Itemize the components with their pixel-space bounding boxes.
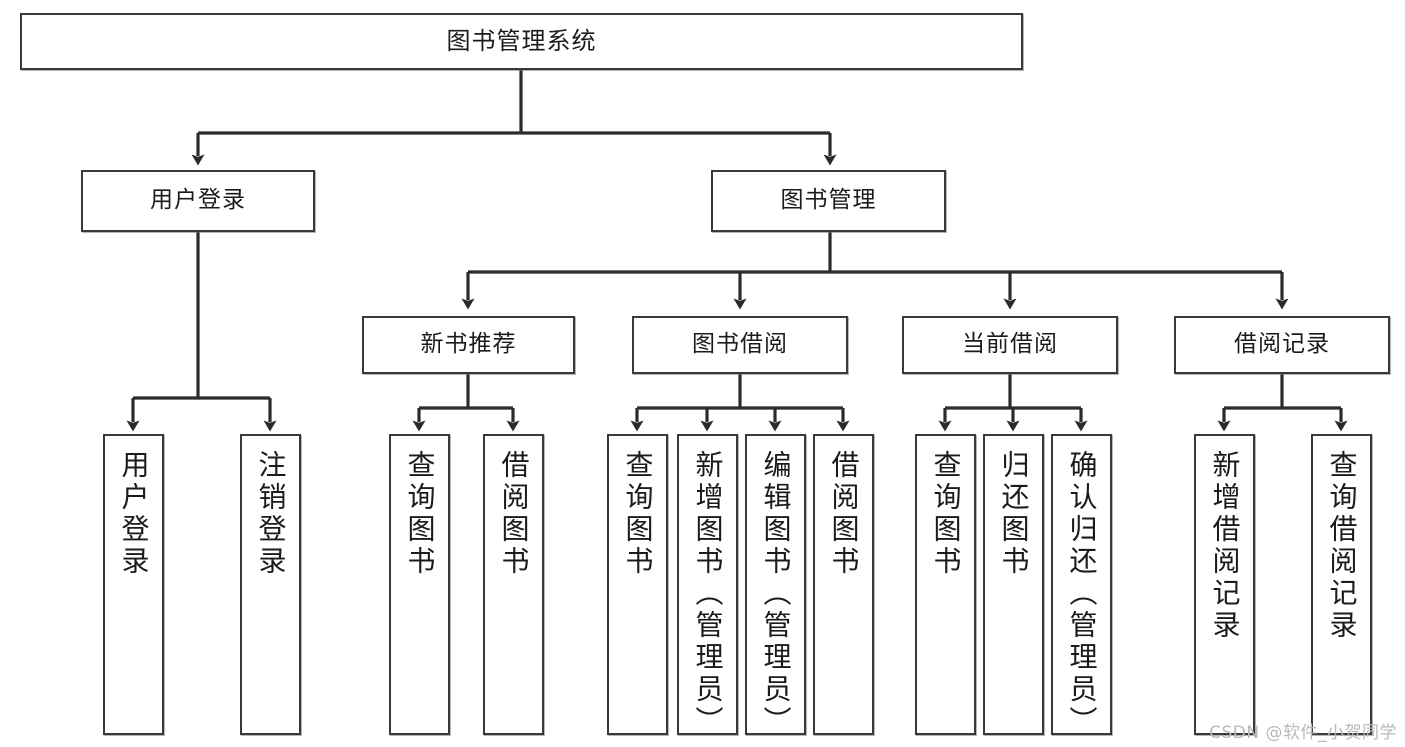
node-root[interactable]: 图书管理系统 — [20, 13, 1023, 70]
node-book-borrow-label: 图书借阅 — [692, 331, 788, 358]
node-leaf-query-book-3[interactable]: 查询图书 — [915, 434, 976, 735]
node-new-book-rec-label: 新书推荐 — [420, 331, 517, 358]
node-book-manage-label: 图书管理 — [780, 187, 877, 214]
node-leaf-query-book-1-label: 查询图书 — [403, 450, 437, 578]
node-leaf-add-record[interactable]: 新增借阅记录 — [1194, 434, 1255, 735]
node-leaf-add-book[interactable]: 新增图书（管理员） — [677, 434, 738, 738]
node-user-login-label: 用户登录 — [150, 187, 246, 214]
node-book-manage[interactable]: 图书管理 — [711, 170, 946, 232]
node-borrow-record-label: 借阅记录 — [1234, 331, 1330, 358]
node-leaf-query-record[interactable]: 查询借阅记录 — [1311, 434, 1372, 735]
node-leaf-return-book-label: 归还图书 — [997, 450, 1031, 578]
node-leaf-query-record-label: 查询借阅记录 — [1325, 450, 1359, 642]
node-leaf-confirm-return[interactable]: 确认归还（管理员） — [1051, 434, 1112, 738]
node-leaf-query-book-2-label: 查询图书 — [621, 450, 655, 578]
node-leaf-query-book-3-label: 查询图书 — [929, 450, 963, 578]
node-leaf-logout-label: 注销登录 — [254, 450, 288, 578]
node-leaf-borrow-book-1[interactable]: 借阅图书 — [483, 434, 544, 735]
node-current-borrow-label: 当前借阅 — [962, 331, 1058, 358]
node-leaf-borrow-book-2-label: 借阅图书 — [827, 450, 861, 578]
node-leaf-confirm-return-label: 确认归还（管理员） — [1065, 450, 1099, 738]
node-new-book-rec[interactable]: 新书推荐 — [362, 316, 575, 374]
node-leaf-return-book[interactable]: 归还图书 — [983, 434, 1044, 735]
node-leaf-edit-book[interactable]: 编辑图书（管理员） — [745, 434, 806, 738]
node-leaf-query-book-2[interactable]: 查询图书 — [607, 434, 668, 735]
node-leaf-borrow-book-2[interactable]: 借阅图书 — [813, 434, 874, 735]
node-leaf-borrow-book-1-label: 借阅图书 — [497, 450, 531, 578]
node-leaf-logout[interactable]: 注销登录 — [240, 434, 301, 735]
node-leaf-add-book-label: 新增图书（管理员） — [691, 450, 725, 738]
node-current-borrow[interactable]: 当前借阅 — [902, 316, 1118, 374]
node-leaf-user-login-label: 用户登录 — [117, 450, 151, 578]
node-leaf-add-record-label: 新增借阅记录 — [1208, 450, 1242, 642]
node-root-label: 图书管理系统 — [446, 27, 597, 56]
node-leaf-user-login[interactable]: 用户登录 — [103, 434, 164, 735]
csdn-watermark: CSDN @软件_小贺同学 — [1209, 723, 1397, 743]
node-leaf-edit-book-label: 编辑图书（管理员） — [759, 450, 793, 738]
node-borrow-record[interactable]: 借阅记录 — [1174, 316, 1390, 374]
node-book-borrow[interactable]: 图书借阅 — [632, 316, 848, 374]
node-leaf-query-book-1[interactable]: 查询图书 — [389, 434, 450, 735]
node-user-login[interactable]: 用户登录 — [81, 170, 315, 232]
